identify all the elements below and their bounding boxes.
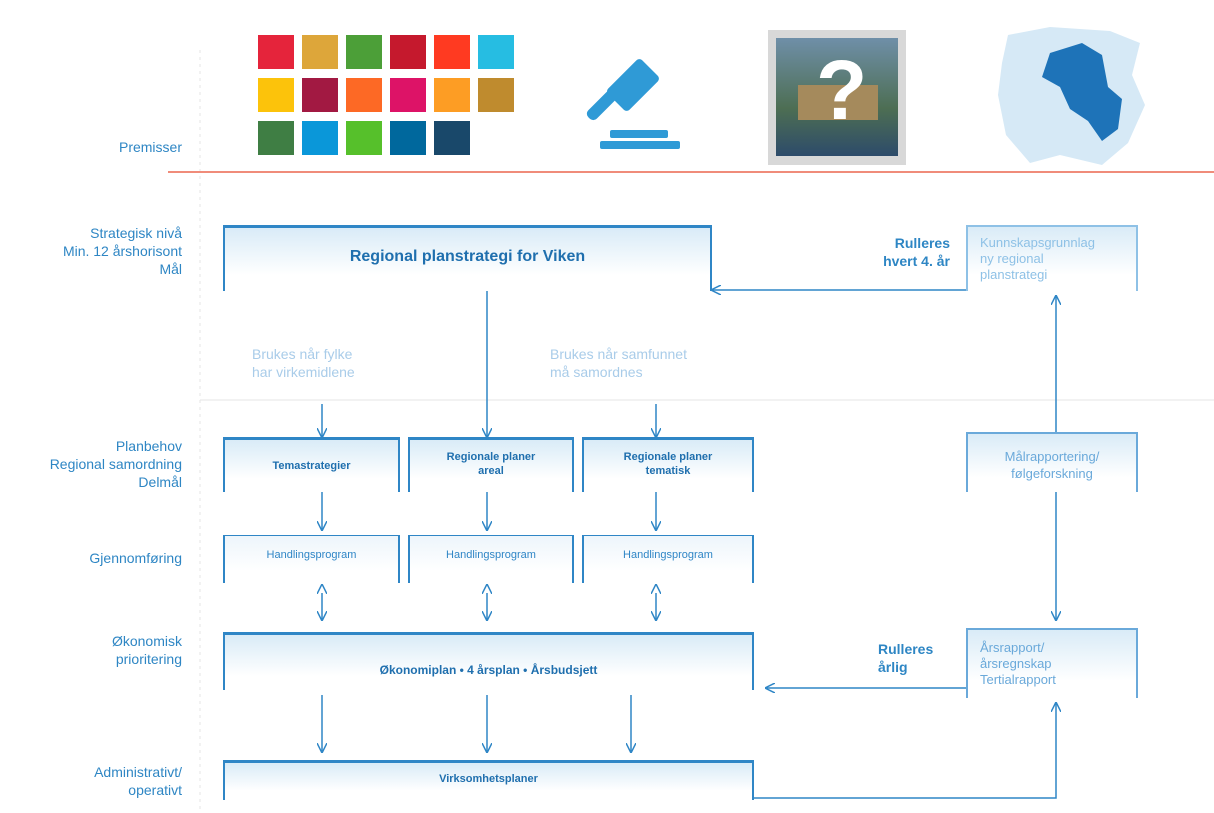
sdg-tile-12 xyxy=(478,78,514,112)
note-samfunnet: Brukes når samfunnet må samordnes xyxy=(550,345,687,381)
box-kunnskapsgrunnlag[interactable]: Kunnskapsgrunnlag ny regional planstrate… xyxy=(966,225,1138,291)
gavel-icon xyxy=(586,59,680,149)
note-line: Brukes når fylke xyxy=(252,346,353,362)
box-arsrapport[interactable]: Årsrapport/ årsregnskap Tertialrapport xyxy=(966,628,1138,698)
note-rulleres-arlig: Rulleres årlig xyxy=(878,640,933,676)
sdg-tile-5 xyxy=(434,35,470,69)
box-handlingsprogram-3[interactable]: Handlingsprogram xyxy=(582,535,754,583)
sdg-tile-10 xyxy=(390,78,426,112)
box-line: årsregnskap xyxy=(980,656,1052,671)
row-label-planbehov: Planbehov Regional samordning Delmål xyxy=(50,437,182,491)
row-label-line: Min. 12 årshorisont xyxy=(62,243,182,259)
row-label-line: Delmål xyxy=(138,474,182,490)
sdg-tile-14 xyxy=(302,121,338,155)
box-line: Årsrapport/ xyxy=(980,640,1045,655)
box-line: Tertialrapport xyxy=(980,672,1056,687)
sdg-tile-11 xyxy=(434,78,470,112)
box-handlingsprogram-2[interactable]: Handlingsprogram xyxy=(408,535,574,583)
note-rulleres-4ar: Rulleres hvert 4. år xyxy=(868,234,950,270)
box-line: Kunnskapsgrunnlag xyxy=(980,235,1095,250)
box-line: ny regional xyxy=(980,251,1044,266)
note-line: Rulleres xyxy=(878,641,934,657)
box-line: Regionale planer xyxy=(446,451,536,463)
row-label-premisser: Premisser xyxy=(118,139,182,155)
box-line: Målrapportering/ xyxy=(1004,449,1100,464)
row-label-line: Regional samordning xyxy=(49,456,182,472)
sdg-tile-9 xyxy=(346,78,382,112)
question-mark-photo: ? xyxy=(768,30,906,165)
viken-map xyxy=(998,27,1145,165)
sdg-goals-grid xyxy=(258,35,514,159)
sdg-tile-17 xyxy=(434,121,470,155)
note-line: Brukes når samfunnet xyxy=(550,346,687,362)
row-label-line: Økonomisk xyxy=(111,633,182,649)
note-fylke: Brukes når fylke har virkemidlene xyxy=(252,345,355,381)
row-label-line: Mål xyxy=(159,261,182,277)
row-label-line: Strategisk nivå xyxy=(90,225,182,241)
box-line: areal xyxy=(478,465,504,477)
row-label-strategisk: Strategisk nivå Min. 12 årshorisont Mål xyxy=(63,224,182,278)
note-line: har virkemidlene xyxy=(252,364,355,380)
sdg-tile-3 xyxy=(346,35,382,69)
sdg-tile-7 xyxy=(258,78,294,112)
sdg-tile-15 xyxy=(346,121,382,155)
row-label-line: operativt xyxy=(128,782,182,798)
question-mark-icon: ? xyxy=(816,43,868,137)
box-regional-planstrategi[interactable]: Regional planstrategi for Viken xyxy=(223,225,712,291)
box-line: Regionale planer xyxy=(623,451,713,463)
sdg-tile-2 xyxy=(302,35,338,69)
box-regionale-planer-tematisk[interactable]: Regionale planer tematisk xyxy=(582,437,754,492)
note-line: må samordnes xyxy=(550,364,643,380)
box-line: tematisk xyxy=(645,465,691,477)
sdg-tile-13 xyxy=(258,121,294,155)
box-line: følgeforskning xyxy=(1011,466,1093,481)
box-okonomiplan[interactable]: Økonomiplan • 4 årsplan • Årsbudsjett xyxy=(223,632,754,690)
sdg-tile-8 xyxy=(302,78,338,112)
row-label-line: Administrativt/ xyxy=(94,764,182,780)
row-label-gjennomforing: Gjennomføring xyxy=(89,550,182,566)
box-virksomhetsplaner[interactable]: Virksomhetsplaner xyxy=(223,760,754,800)
note-line: hvert 4. år xyxy=(883,253,950,269)
box-temastrategier[interactable]: Temastrategier xyxy=(223,437,400,492)
box-regionale-planer-areal[interactable]: Regionale planer areal xyxy=(408,437,574,492)
box-line: planstrategi xyxy=(980,267,1048,282)
note-line: Rulleres xyxy=(894,235,950,251)
sdg-tile-16 xyxy=(390,121,426,155)
row-label-line: prioritering xyxy=(115,651,182,667)
sdg-tile-6 xyxy=(478,35,514,69)
box-malrapportering[interactable]: Målrapportering/ følgeforskning xyxy=(966,432,1138,492)
row-label-line: Planbehov xyxy=(115,438,182,454)
sdg-tile-4 xyxy=(390,35,426,69)
note-line: årlig xyxy=(878,659,908,675)
sdg-tile-1 xyxy=(258,35,294,69)
row-label-okonomisk: Økonomisk prioritering xyxy=(112,632,182,668)
box-handlingsprogram-1[interactable]: Handlingsprogram xyxy=(223,535,400,583)
row-label-administrativt: Administrativt/ operativt xyxy=(94,763,182,799)
